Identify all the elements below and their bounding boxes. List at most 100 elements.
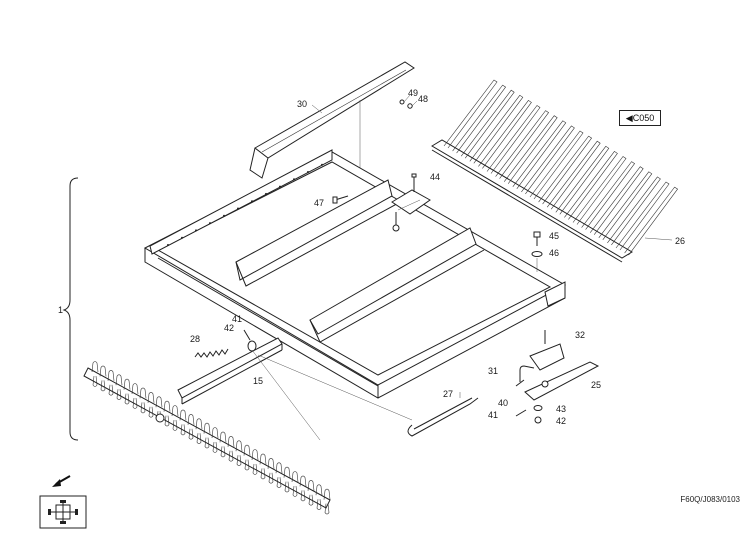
reference-tag-label: C050 xyxy=(632,113,655,123)
guard-finger xyxy=(300,490,306,502)
knife-tooth xyxy=(171,405,179,417)
guard-finger xyxy=(172,419,178,431)
guard-finger xyxy=(220,446,226,458)
label-42a: 42 xyxy=(224,323,234,333)
guard-finger xyxy=(268,472,274,484)
label-31: 31 xyxy=(488,366,498,376)
guard-finger xyxy=(324,503,330,515)
drawing-code: F60Q/J083/0103 xyxy=(680,495,740,504)
guard-finger xyxy=(116,389,122,400)
knife-tooth xyxy=(299,475,307,487)
assembly-bracket-1 xyxy=(62,177,79,441)
guard-finger xyxy=(252,463,258,475)
label-30: 30 xyxy=(297,99,307,109)
frame-hole xyxy=(237,207,239,210)
frame-hole xyxy=(265,192,267,195)
frame-hole xyxy=(209,222,211,225)
knife-tooth xyxy=(227,436,235,447)
guard-finger xyxy=(140,402,146,414)
label-43: 43 xyxy=(556,404,566,414)
knife-tooth xyxy=(139,387,147,399)
tine xyxy=(589,166,644,235)
part-44-bolt xyxy=(411,173,417,192)
tine xyxy=(615,181,670,251)
tine xyxy=(598,171,653,240)
label-41a: 41 xyxy=(232,314,242,324)
tine xyxy=(555,145,610,215)
knife-tooth xyxy=(155,396,163,408)
guard-finger xyxy=(196,433,202,444)
part-45-46-bolt xyxy=(531,231,543,272)
frame-hole xyxy=(251,200,253,203)
knife-tooth xyxy=(267,458,275,469)
knife-tooth xyxy=(219,431,227,443)
part-40-43-hardware xyxy=(515,405,543,424)
guard-finger xyxy=(244,459,250,471)
knife-tooth xyxy=(203,422,211,434)
guard-finger xyxy=(292,485,298,497)
knife-tooth xyxy=(243,444,251,456)
frame-hole xyxy=(279,185,281,188)
tine xyxy=(564,150,618,220)
knife-tooth xyxy=(291,471,299,483)
part-47-bolt xyxy=(332,195,349,204)
label-28: 28 xyxy=(190,334,200,344)
guard-finger xyxy=(108,384,114,396)
guard-finger xyxy=(228,450,234,462)
label-42b: 42 xyxy=(556,416,566,426)
knife-tooth xyxy=(323,488,331,500)
tine xyxy=(503,115,558,184)
knife-tooth xyxy=(307,480,315,491)
frame-hole xyxy=(293,178,295,181)
knife-tooth xyxy=(195,418,203,430)
part-26-tine-comb xyxy=(431,79,679,263)
label-48: 48 xyxy=(418,94,428,104)
guard-finger xyxy=(236,455,242,466)
main-frame xyxy=(143,149,567,399)
guard-finger xyxy=(260,468,266,480)
tine xyxy=(624,186,679,256)
knife-tooth xyxy=(123,378,131,390)
label-15: 15 xyxy=(253,376,263,386)
label-47: 47 xyxy=(314,198,324,208)
label-45: 45 xyxy=(549,231,559,241)
label-41b: 41 xyxy=(488,410,498,420)
label-49: 49 xyxy=(408,88,418,98)
label-27: 27 xyxy=(443,389,453,399)
knife-tooth xyxy=(179,409,187,421)
leader-lines xyxy=(257,199,421,421)
label-32: 32 xyxy=(575,330,585,340)
frame-hole xyxy=(195,229,197,232)
guard-finger xyxy=(284,481,290,493)
tine xyxy=(460,89,515,159)
part-15-rail xyxy=(177,337,283,405)
guard-finger xyxy=(100,380,106,392)
tine xyxy=(529,130,584,200)
knife-tooth xyxy=(91,361,99,373)
cutter-bar xyxy=(83,361,331,515)
frame-hole xyxy=(307,171,309,173)
tine xyxy=(443,79,498,149)
tine xyxy=(512,120,567,189)
knife-tooth xyxy=(147,392,155,403)
frame-hole xyxy=(223,214,225,217)
knife-tooth xyxy=(107,370,115,381)
tine xyxy=(581,161,636,230)
part-31-rod xyxy=(515,365,535,387)
knife-tooth xyxy=(163,400,171,412)
knife-tooth xyxy=(283,466,291,478)
tine xyxy=(538,135,593,205)
knife-tooth xyxy=(115,374,123,386)
reference-tag-c050[interactable]: ◀C050 xyxy=(619,110,661,126)
label-26: 26 xyxy=(675,236,685,246)
knife-tooth xyxy=(251,449,259,461)
part-30-cover xyxy=(249,61,415,179)
label-40: 40 xyxy=(498,398,508,408)
guard-finger xyxy=(164,415,170,427)
part-25-lever xyxy=(524,361,600,401)
part-28-spring xyxy=(194,348,229,358)
guard-finger xyxy=(212,441,218,453)
guard-finger xyxy=(124,393,130,405)
part-41-42-pin xyxy=(243,329,321,441)
